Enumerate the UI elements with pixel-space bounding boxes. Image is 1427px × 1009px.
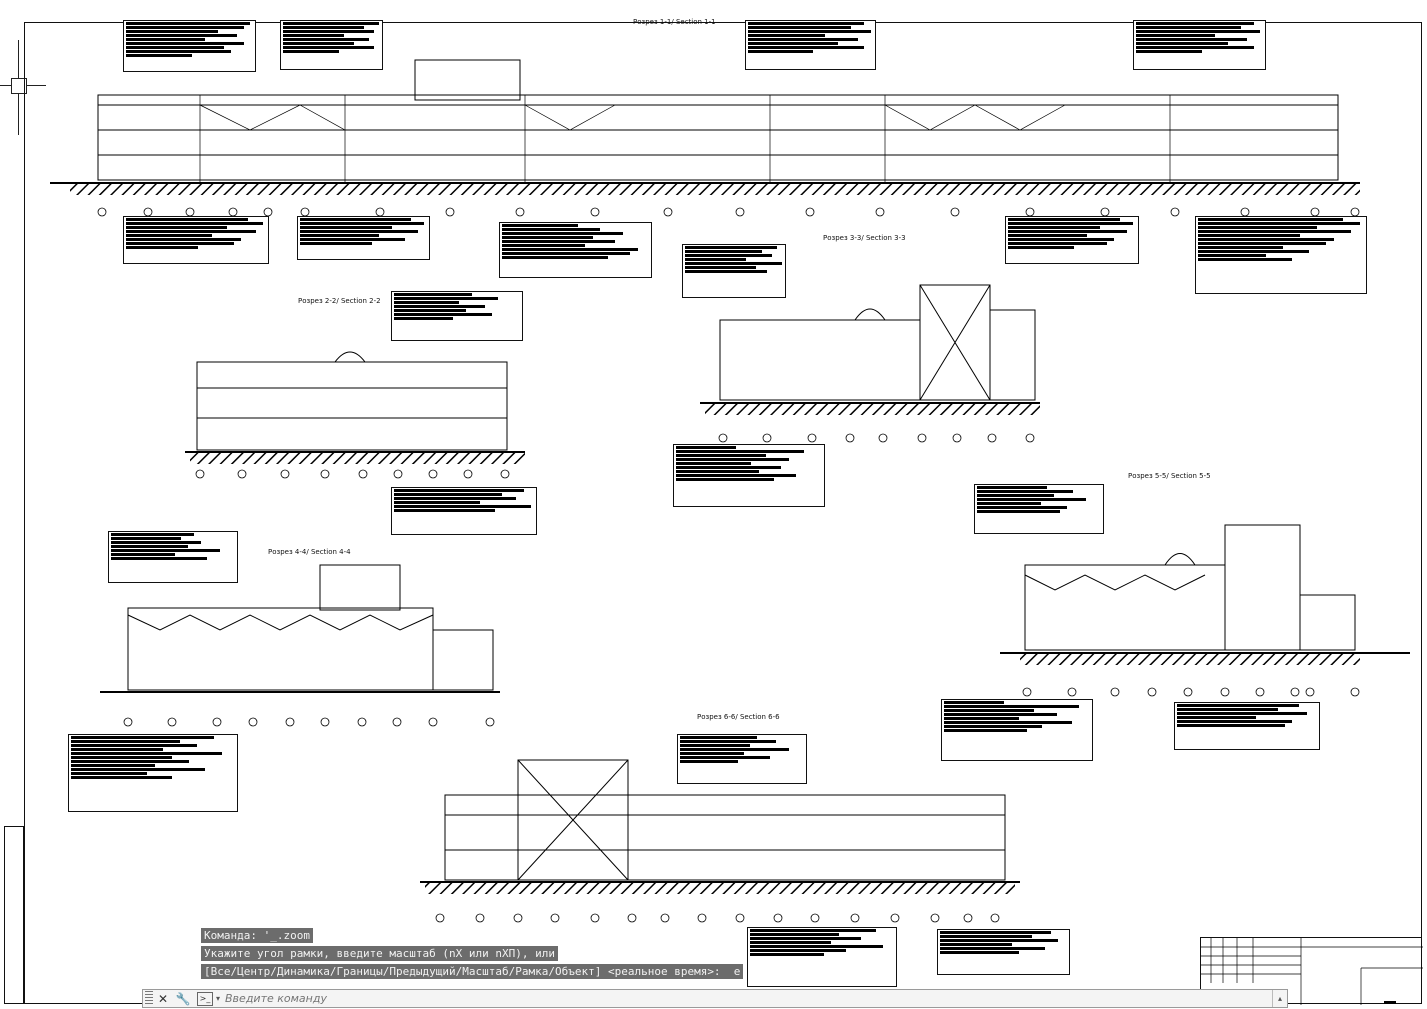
command-history-line: Команда: '_.zoom — [201, 928, 313, 943]
note-box — [941, 699, 1093, 761]
section-title-5: Розрез 5-5/ Section 5-5 — [1128, 472, 1211, 480]
section-title-1: Розрез 1-1/ Section 1-1 — [633, 18, 716, 26]
command-history-line: [Все/Центр/Динамика/Границы/Предыдущий/М… — [201, 964, 744, 979]
note-box — [280, 20, 383, 70]
note-box — [391, 487, 537, 535]
note-box — [937, 929, 1070, 975]
note-box — [499, 222, 652, 278]
section-5-drawing — [1000, 524, 1410, 697]
section-title-2: Розрез 2-2/ Section 2-2 — [298, 297, 381, 305]
crosshair-pickbox — [11, 78, 27, 94]
command-history-line: Укажите угол рамки, введите масштаб (nX … — [201, 946, 558, 961]
note-box — [1133, 20, 1266, 70]
note-box — [1174, 702, 1320, 750]
section-1-drawing — [50, 59, 1360, 217]
note-box — [108, 531, 238, 583]
note-box — [297, 216, 430, 260]
note-box — [123, 20, 256, 72]
command-prompt-icon[interactable]: >_ — [197, 991, 213, 1006]
section-title-4: Розрез 4-4/ Section 4-4 — [268, 548, 351, 556]
close-icon[interactable]: ✕ — [157, 991, 169, 1006]
section-3-drawing — [700, 284, 1040, 443]
command-history: Команда: '_.zoom Укажите угол рамки, вве… — [201, 928, 744, 982]
left-binding-strip — [4, 826, 24, 1004]
section-title-3: Розрез 3-3/ Section 3-3 — [823, 234, 906, 242]
section-6-drawing — [420, 759, 1020, 923]
note-box — [1195, 216, 1367, 294]
section-2-drawing — [185, 351, 525, 479]
chevron-up-icon[interactable]: ▴ — [1272, 990, 1287, 1007]
note-box — [391, 291, 523, 341]
section-4-drawing — [100, 564, 500, 727]
note-box — [677, 734, 807, 784]
note-box — [123, 216, 269, 264]
chevron-down-icon[interactable]: ▾ — [216, 994, 221, 1003]
note-box — [745, 20, 876, 70]
grip-handle-icon[interactable] — [145, 991, 153, 1006]
command-input[interactable] — [223, 991, 1272, 1006]
section-title-6: Розрез 6-6/ Section 6-6 — [697, 713, 780, 721]
note-box — [974, 484, 1104, 534]
command-line-bar: ✕ 🔧 >_ ▾ ▴ — [142, 989, 1288, 1008]
note-box — [1005, 216, 1139, 264]
note-box — [747, 927, 897, 987]
wrench-icon[interactable]: 🔧 — [175, 991, 191, 1006]
title-block — [1200, 937, 1423, 1005]
note-box — [68, 734, 238, 812]
note-box — [673, 444, 825, 507]
note-box — [682, 244, 786, 298]
